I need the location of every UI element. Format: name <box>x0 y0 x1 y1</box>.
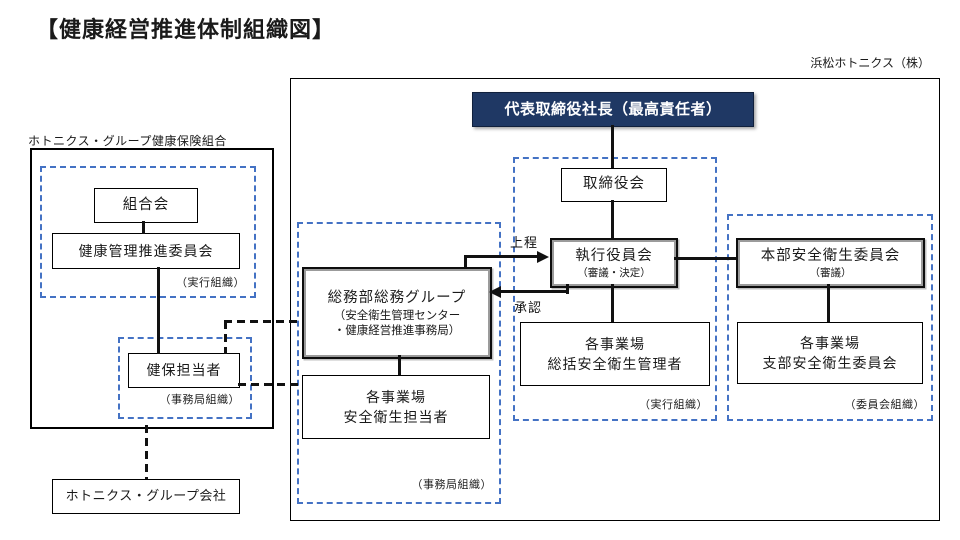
submit-arrow-horizontal <box>464 255 538 258</box>
exec-org-tag: （実行組織） <box>639 399 708 411</box>
connector-somu-sitestaff <box>398 355 401 375</box>
connector-committee-kenpo <box>157 267 160 354</box>
exec-council-label: 執行役員会 <box>575 247 653 264</box>
board-box: 取締役会 <box>561 168 667 202</box>
union-assembly-box: 組合会 <box>94 188 198 223</box>
site-safety-staff-box: 各事業場 安全衛生担当者 <box>302 375 490 439</box>
dashed-connector-kenpo-sitestaff <box>238 383 302 386</box>
connector-hq-branchcommittee <box>827 284 830 322</box>
hq-safety-committee-label: 本部安全衛生委員会 <box>760 247 901 264</box>
site-safety-staff-line1: 各事業場 <box>366 388 426 405</box>
union-assembly-label: 組合会 <box>122 196 170 213</box>
general-affairs-group-box: 総務部総務グループ （安全衛生管理センター ・健康経営推進事務局） <box>302 267 492 359</box>
site-safety-manager-box: 各事業場 総括安全衛生管理者 <box>520 322 710 386</box>
site-safety-manager-line2: 総括安全衛生管理者 <box>547 356 683 372</box>
branch-safety-committee-box: 各事業場 支部安全衛生委員会 <box>737 322 923 384</box>
exec-council-box: 執行役員会 （審議・決定） <box>550 238 678 288</box>
general-affairs-group-label: 総務部総務グループ <box>327 289 467 306</box>
exec-council-sublabel: （審議・決定） <box>577 266 651 279</box>
health-committee-box: 健康管理推進委員会 <box>52 233 240 269</box>
board-label: 取締役会 <box>583 176 645 193</box>
connector-exec-sitemanager <box>611 284 614 322</box>
dashed-connector-kenpo-somu-vertical <box>224 321 227 354</box>
left-exec-org-group-outline <box>40 166 256 298</box>
committee-org-group-outline <box>727 214 933 421</box>
site-safety-staff-line2: 安全衛生担当者 <box>343 409 449 425</box>
kenpo-staff-box: 健保担当者 <box>128 353 240 388</box>
page-title: 【健康経営推進体制組織図】 <box>36 17 336 42</box>
approve-arrow-vertical <box>566 284 569 294</box>
connector-assembly-committee <box>142 221 145 234</box>
dashed-connector-union-groupcompany <box>145 425 148 479</box>
company-name-label: 浜松ホトニクス（株） <box>810 56 930 70</box>
approve-arrowhead-icon <box>489 286 501 298</box>
group-company-label: ホトニクス・グループ会社 <box>65 488 227 504</box>
exec-org-group-outline <box>513 157 717 421</box>
group-company-box: ホトニクス・グループ会社 <box>52 479 240 514</box>
hq-safety-committee-sublabel: （審議） <box>809 266 852 279</box>
health-committee-label: 健康管理推進委員会 <box>78 242 214 259</box>
office-org-group-outline <box>297 222 501 504</box>
kenpo-staff-label: 健保担当者 <box>146 362 222 379</box>
general-affairs-sublabel-1: （安全衛生管理センター <box>333 309 461 322</box>
connector-president-board <box>611 125 614 168</box>
approve-arrow-horizontal <box>501 290 569 293</box>
left-exec-org-tag: （実行組織） <box>176 277 245 289</box>
office-org-tag: （事務局組織） <box>411 479 492 491</box>
dashed-connector-kenpo-somu-horizontal <box>224 320 302 323</box>
branch-safety-committee-line2: 支部安全衛生委員会 <box>762 355 898 371</box>
general-affairs-sublabel-2: ・健康経営推進事務局） <box>333 324 461 337</box>
health-insurance-union-label: ホトニクス・グループ健康保険組合 <box>28 134 227 148</box>
hq-safety-committee-box: 本部安全衛生委員会 （審議） <box>736 238 925 288</box>
president-box: 代表取締役社長（最高責任者） <box>472 92 754 127</box>
submit-arrowhead-icon <box>537 251 549 263</box>
branch-safety-committee-line1: 各事業場 <box>800 334 860 351</box>
president-label: 代表取締役社長（最高責任者） <box>504 100 722 118</box>
submit-flow-label: 上程 <box>510 235 539 250</box>
submit-arrow-vertical <box>464 255 467 267</box>
approve-flow-label: 承認 <box>514 300 543 315</box>
connector-board-exec <box>611 200 614 238</box>
connector-exec-hqcommittee <box>674 257 736 260</box>
committee-org-tag: （委員会組織） <box>844 399 925 411</box>
site-safety-manager-line1: 各事業場 <box>585 335 645 352</box>
left-office-org-group-outline <box>118 337 252 419</box>
left-office-org-tag: （事務局組織） <box>159 394 240 406</box>
